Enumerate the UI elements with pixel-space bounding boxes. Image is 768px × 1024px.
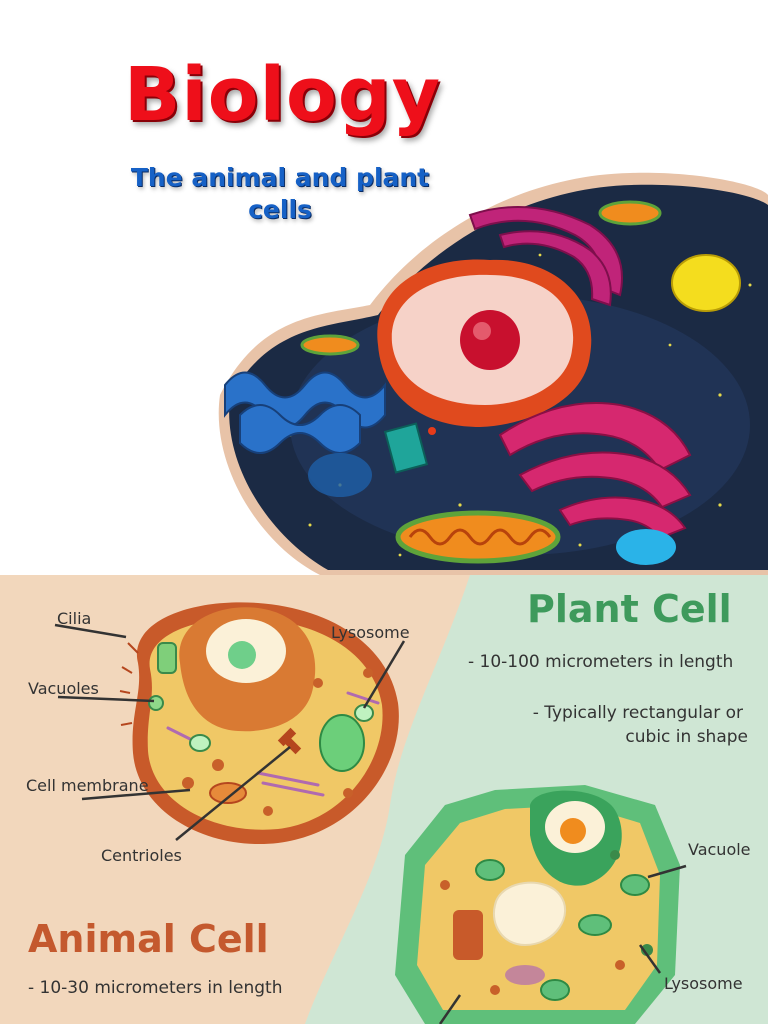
subtitle-line-2: cells xyxy=(248,195,312,224)
cover-section: Biology The animal and plant cells xyxy=(105,52,768,575)
animal-cell-3d-illustration xyxy=(218,172,768,575)
plant-cell-diagram xyxy=(395,785,680,1024)
subtitle-line-1: The animal and plant xyxy=(130,163,430,192)
cell-comparison-section: Plant Cell - 10-100 micrometers in lengt… xyxy=(0,575,768,1024)
plant-fact-length: - 10-100 micrometers in length xyxy=(468,652,734,672)
label-animal-lysosome: Lysosome xyxy=(331,623,410,642)
label-cilia: Cilia xyxy=(57,609,92,628)
label-leader-lines xyxy=(54,623,687,1024)
plant-fact-shape-2: cubic in shape xyxy=(625,727,748,747)
plant-cell-title: Plant Cell xyxy=(527,587,732,631)
label-plant-vacuole: Vacuole xyxy=(688,840,751,859)
animal-cell-title: Animal Cell xyxy=(28,917,269,961)
label-vacuoles: Vacuoles xyxy=(28,679,99,698)
animal-fact-length: - 10-30 micrometers in length xyxy=(28,978,283,998)
plant-fact-shape-1: - Typically rectangular or xyxy=(532,703,743,723)
label-centrioles: Centrioles xyxy=(101,846,182,865)
page-subtitle: The animal and plant cells xyxy=(105,162,455,226)
animal-cell-diagram xyxy=(119,602,399,845)
label-plant-lysosome: Lysosome xyxy=(664,974,743,993)
label-cell-membrane: Cell membrane xyxy=(26,776,149,795)
page-title: Biology xyxy=(123,52,442,138)
